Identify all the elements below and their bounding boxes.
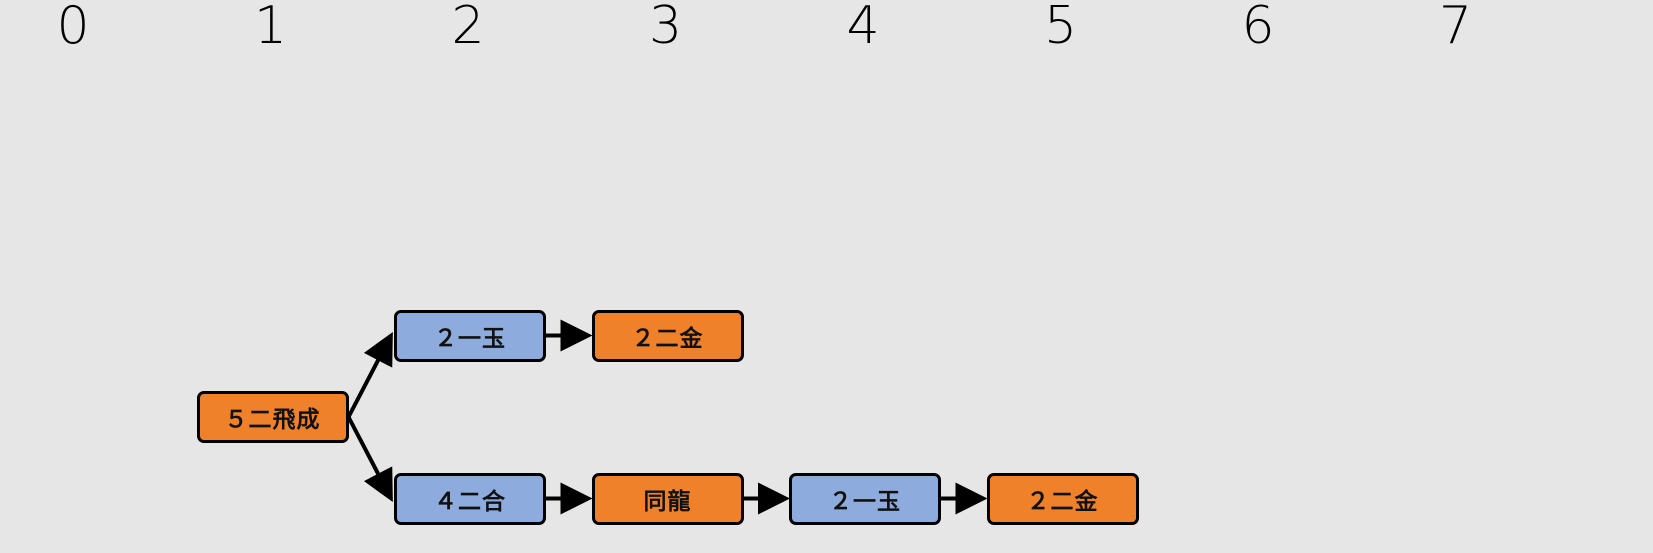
column-label: 4	[846, 0, 880, 56]
column-label: 5	[1043, 0, 1078, 56]
column-label: 7	[1438, 0, 1473, 56]
edge-arrow	[346, 416, 393, 503]
edge-arrow	[346, 331, 393, 418]
column-label: 6	[1241, 0, 1275, 56]
column-label: 2	[451, 0, 485, 56]
move-node[interactable]: ２二金	[986, 472, 1139, 525]
move-node[interactable]: ５二飛成	[196, 391, 349, 443]
move-node[interactable]: 同龍	[591, 472, 744, 525]
move-node[interactable]: ４二合	[394, 472, 546, 525]
column-label: 0	[56, 0, 90, 56]
column-label: 1	[253, 0, 288, 56]
move-node[interactable]: ２一玉	[789, 472, 941, 525]
move-node[interactable]: ２二金	[591, 309, 744, 362]
column-label: 3	[648, 0, 683, 56]
move-node[interactable]: ２一玉	[394, 309, 546, 362]
